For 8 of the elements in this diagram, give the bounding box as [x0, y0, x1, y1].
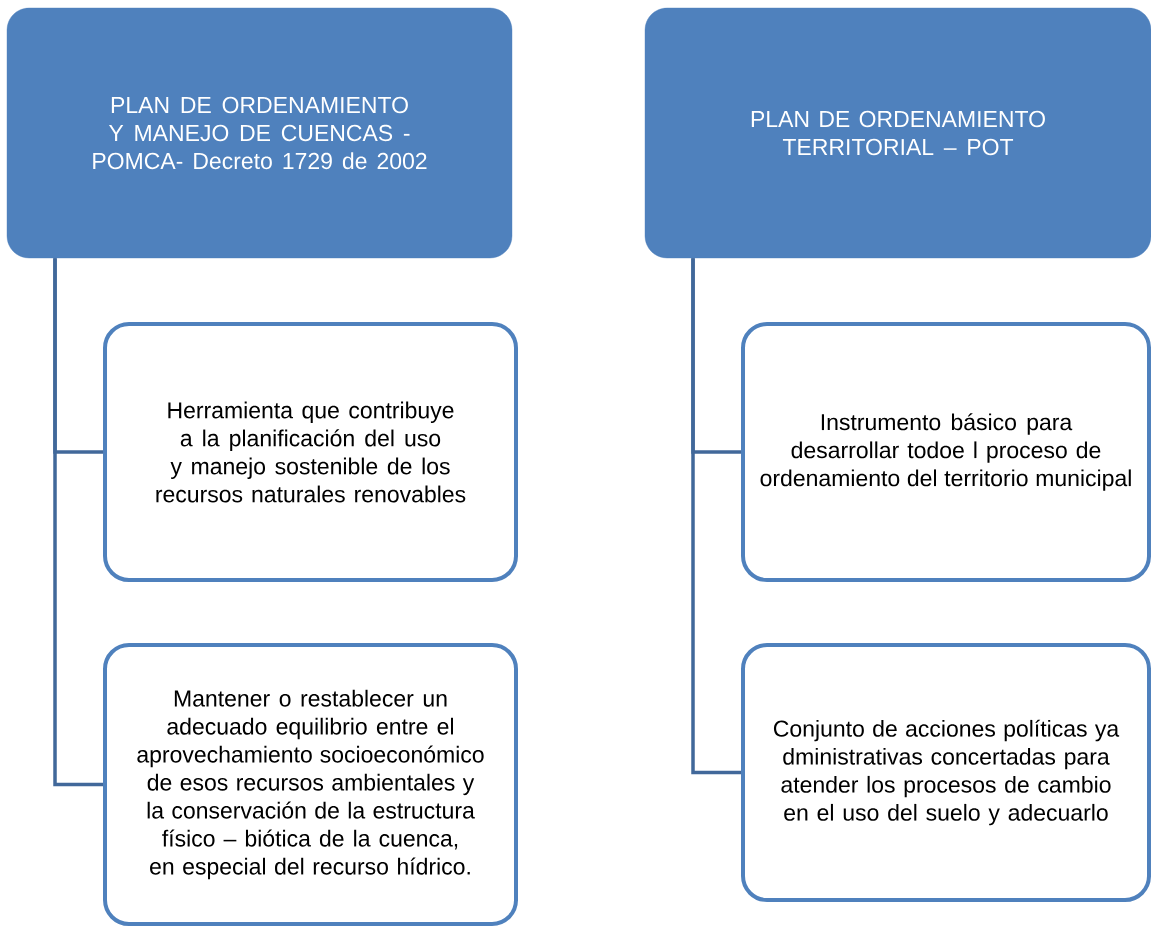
text-box: Mantener o restablecer un adecuado equilibrio entre el aprovechamiento socioeconómico de esos recursos ambientales y la conservación de la estructura físico – biótica de la cuenca, en especial del recurso hídrico. [103, 643, 518, 926]
text-box: Instrumento básico para desarrollar todoe l proceso de ordenamiento del territorio municipal [741, 322, 1151, 582]
text-box: Conjunto de acciones políticas ya dministrativas concertadas para atender los procesos de cambio en el uso del suelo y adecuarlo [741, 643, 1151, 902]
connector-line [53, 258, 103, 787]
title-box: PLAN DE ORDENAMIENTO Y MANEJO DE CUENCAS -POMCA- Decreto 1729 de 2002 [6, 7, 513, 259]
connector-line [691, 258, 741, 775]
title-box: PLAN DE ORDENAMIENTO TERRITORIAL – POT [644, 7, 1151, 259]
text-box: Herramienta que contribuye a la planificación del uso y manejo sostenible de los recursos naturales renovables [103, 322, 518, 582]
